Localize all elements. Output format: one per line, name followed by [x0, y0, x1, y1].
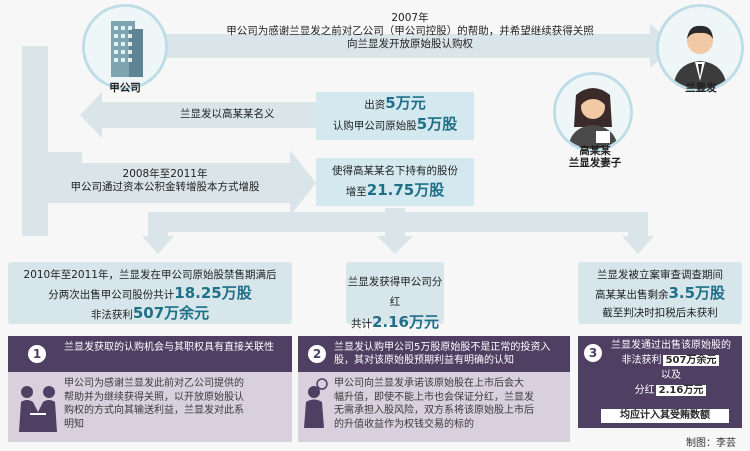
- section-1-header: [8, 336, 292, 372]
- outcome-right-line2: 高某某出售剩余3.5万股: [594, 284, 726, 302]
- branch-right: [395, 212, 648, 238]
- section-1-line1: 甲公司为感谢兰显发此前对乙公司提供的: [64, 378, 244, 389]
- top-arrow: [95, 24, 676, 68]
- branch-left-head: [142, 236, 174, 254]
- lan-label: 兰显发: [685, 82, 717, 94]
- section-2-text: 甲公司向兰显发承诺该原始股在上市后会大 幅升值，即使不能上市也会保证分红，兰显发…: [334, 377, 566, 431]
- branch-right-head: [622, 236, 654, 254]
- outcome-left-shares: 18.25万股: [174, 284, 252, 302]
- period-text: 2008年至2011年 甲公司通过资本公积金转增股本方式增股: [40, 168, 290, 194]
- held-line1: 使得高某某名下持有的股份: [332, 165, 458, 177]
- held-box: [316, 158, 474, 206]
- outcome-left-line2: 分两次出售甲公司股份共计18.25万股: [48, 284, 252, 302]
- gao-avatar: [553, 72, 633, 152]
- section-3-line3: 以及: [661, 370, 681, 381]
- outcome-mid-value: 2.16万元: [371, 313, 439, 331]
- middle-left-arrow: [80, 92, 316, 138]
- outcome-mid: [346, 262, 444, 324]
- branch-mid: [385, 208, 405, 238]
- invest-line1: 出资5万元: [364, 94, 426, 112]
- top-year: 2007年: [391, 12, 429, 24]
- gao-label: 高某某 兰显发妻子: [560, 145, 630, 169]
- held-shares: 21.75万股: [366, 181, 445, 199]
- outcome-right-line3: 截至判决时扣税后未获利: [602, 307, 718, 319]
- top-line2: 向兰显发开放原始股认购权: [347, 38, 473, 50]
- outcome-right-shares: 3.5万股: [668, 284, 726, 302]
- branch-left: [148, 208, 405, 238]
- section-2-line1: 甲公司向兰显发承诺该原始股在上市后会大: [334, 378, 524, 389]
- gao-relation: 兰显发妻子: [568, 157, 622, 169]
- section-2-line4: 的升值收益作为权钱交易的标的: [334, 418, 474, 430]
- section-2-header: [298, 336, 570, 372]
- section-1-line3: 购权的方式向其输送利益，兰显发对此系: [64, 405, 244, 416]
- company-a-avatar: [82, 4, 168, 90]
- outcome-left: [8, 262, 292, 324]
- outcome-left-line1: 2010年至2011年，兰显发在甲公司原始股禁售期满后: [23, 269, 277, 281]
- outcome-right-text: 兰显发被立案审查调查期间 高某某出售剩余3.5万股 截至判决时扣税后未获利: [578, 266, 742, 322]
- section-1-line2: 帮助并为继续获得关照，以开放原始股认: [64, 391, 244, 403]
- outcome-mid-line2: 共计2.16万元: [350, 313, 439, 331]
- invest-amount: 5万元: [385, 94, 426, 112]
- capital-arrow: [22, 150, 316, 216]
- outcome-left-line3: 非法获利507万余元: [90, 304, 210, 322]
- gao-name: 高某某: [579, 145, 611, 157]
- section-1-line4: 明知: [64, 418, 84, 430]
- building-icon: [85, 7, 165, 87]
- invest-box: [316, 92, 474, 140]
- top-text: 2007年 甲公司为感谢兰显发之前对乙公司（甲公司控股）的帮助，并希望继续获得关…: [180, 12, 640, 51]
- section-3-profit: 507万余元: [661, 354, 721, 367]
- held-text: 使得高某某名下持有的股份 增至21.75万股: [316, 162, 474, 202]
- invest-line2: 认购甲公司原始股5万股: [332, 115, 458, 133]
- section-1-text: 甲公司为感谢兰显发此前对乙公司提供的 帮助并为继续获得关照，以开放原始股认 购权…: [64, 377, 286, 431]
- woman-icon: [556, 75, 630, 149]
- held-line2: 增至21.75万股: [345, 181, 445, 199]
- outcome-mid-text: 兰显发获得甲公司分红 共计2.16万元: [346, 272, 444, 334]
- credit: 制图：李芸: [686, 438, 736, 449]
- company-a-label: 甲公司: [109, 82, 141, 94]
- invest-text: 出资5万元 认购甲公司原始股5万股: [316, 94, 474, 136]
- period-year: 2008年至2011年: [122, 168, 208, 180]
- section-2-line3: 无需承担入股风险，双方系将该原始股上市后: [334, 405, 534, 416]
- lan-avatar: [656, 4, 744, 92]
- middle-left-label: 兰显发以高某某名义: [180, 108, 275, 120]
- top-line1: 甲公司为感谢兰显发之前对乙公司（甲公司控股）的帮助，并希望继续获得关照: [226, 25, 594, 37]
- section-2-title: 兰显发认购甲公司5万股原始股不是正常的投资入股，其对该原始股预期利益有明确的认知: [334, 342, 551, 366]
- handshake-icon: [19, 386, 57, 432]
- left-vertical-band: [22, 46, 48, 236]
- section-2-number: 2: [308, 345, 326, 363]
- section-1-number: 1: [28, 345, 46, 363]
- outcome-right: [578, 262, 742, 324]
- outcome-left-text: 2010年至2011年，兰显发在甲公司原始股禁售期满后 分两次出售甲公司股份共计…: [8, 266, 292, 324]
- section-3-conclusion: 均应计入其受贿数额: [600, 408, 730, 424]
- outcome-left-profit: 507万余元: [132, 304, 210, 322]
- outcome-mid-line1: 兰显发获得甲公司分红: [347, 276, 443, 308]
- invest-shares: 5万股: [416, 115, 458, 133]
- section-3-line1: 兰显发通过出售该原始股的: [611, 340, 731, 351]
- man-icon: [659, 7, 741, 89]
- branch-mid-head: [377, 236, 413, 254]
- section-3-number: 3: [584, 344, 602, 362]
- section-2-line2: 幅升值，即使不能上市也会保证分红，兰显发: [334, 391, 534, 403]
- section-2-body: [298, 372, 570, 442]
- outcome-right-line1: 兰显发被立案审查调查期间: [597, 269, 723, 281]
- section-1-title: 兰显发获取的认购机会与其职权具有直接关联性: [64, 342, 274, 353]
- section-3-dividend: 2.16万元: [654, 384, 708, 397]
- period-desc: 甲公司通过资本公积金转增股本方式增股: [70, 181, 260, 193]
- person-speaking-icon: [304, 378, 328, 428]
